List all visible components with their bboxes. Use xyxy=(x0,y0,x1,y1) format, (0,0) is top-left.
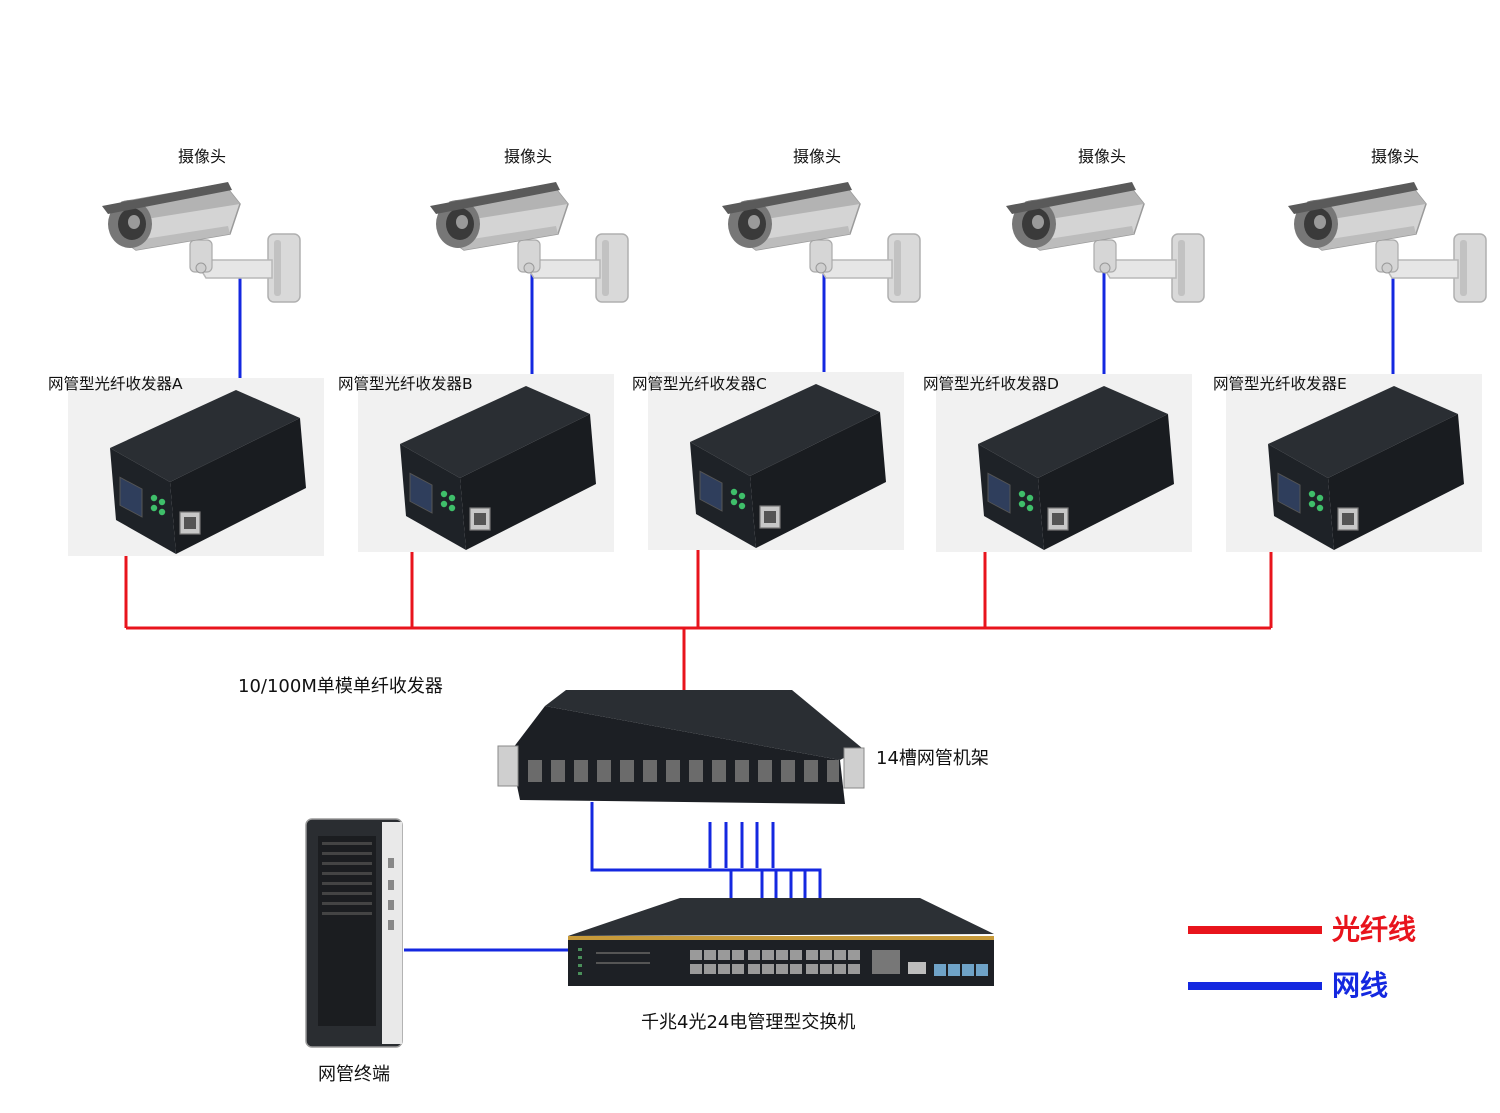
rack-label: 14槽网管机架 xyxy=(876,748,989,769)
media-converter-c: 网管型光纤收发器C xyxy=(632,371,905,551)
camera-label: 摄像头 xyxy=(793,147,841,166)
camera-3: 摄像头 xyxy=(721,147,921,303)
converter-label: 网管型光纤收发器C xyxy=(632,375,767,393)
legend: 光纤线 网线 xyxy=(1188,913,1416,1002)
media-converter-a: 网管型光纤收发器A xyxy=(48,375,325,557)
camera-label: 摄像头 xyxy=(178,147,226,166)
converter-label: 网管型光纤收发器A xyxy=(48,375,183,393)
camera-4: 摄像头 xyxy=(1005,147,1205,303)
rack-slots xyxy=(528,760,839,782)
managed-switch: 千兆4光24电管理型交换机 xyxy=(568,898,994,1033)
terminal-drive-bays xyxy=(322,842,372,915)
media-converter-b: 网管型光纤收发器B xyxy=(338,373,615,553)
camera-1: 摄像头 xyxy=(101,147,301,303)
single-fiber-converter-label: 10/100M单模单纤收发器 xyxy=(238,676,443,697)
camera-2: 摄像头 xyxy=(429,147,629,303)
ethernet-cables xyxy=(238,268,1395,952)
legend-ethernet-label: 网线 xyxy=(1332,969,1388,1002)
terminal-front-ports xyxy=(388,858,394,930)
converter-label: 网管型光纤收发器E xyxy=(1213,375,1347,393)
switch-ports xyxy=(690,950,988,976)
legend-fiber-label: 光纤线 xyxy=(1331,913,1416,946)
switch-label: 千兆4光24电管理型交换机 xyxy=(641,1012,855,1033)
media-converter-e: 网管型光纤收发器E xyxy=(1213,373,1483,553)
camera-5: 摄像头 xyxy=(1287,147,1487,303)
terminal-label: 网管终端 xyxy=(318,1064,390,1085)
ethernet-rack-uplink xyxy=(590,802,822,898)
camera-label: 摄像头 xyxy=(504,147,552,166)
management-terminal: 网管终端 xyxy=(305,818,403,1085)
converter-label: 网管型光纤收发器B xyxy=(338,375,473,393)
media-converter-d: 网管型光纤收发器D xyxy=(923,373,1193,553)
managed-rack-14-slot: 14槽网管机架 xyxy=(497,690,989,804)
camera-label: 摄像头 xyxy=(1371,147,1419,166)
converter-label: 网管型光纤收发器D xyxy=(923,375,1059,393)
camera-label: 摄像头 xyxy=(1078,147,1126,166)
switch-status-leds xyxy=(578,948,650,975)
